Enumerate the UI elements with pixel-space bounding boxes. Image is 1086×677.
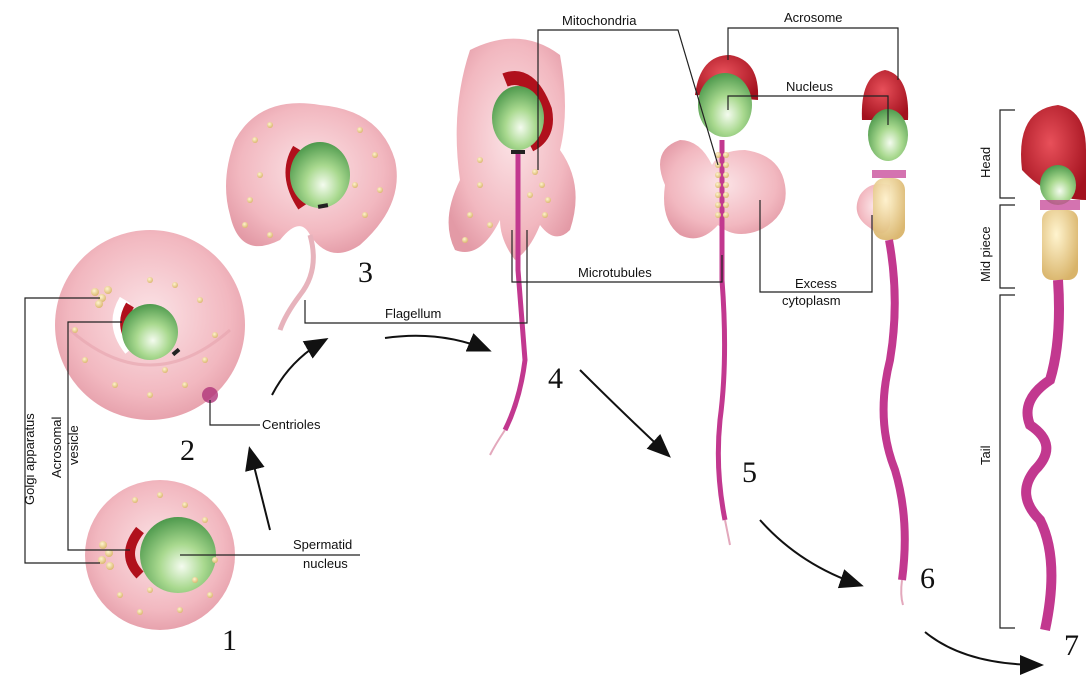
stage-number-5: 5 [742, 456, 757, 489]
stage-number-6: 6 [920, 562, 935, 595]
acrosomal-vesicle-label-2: vesicle [66, 425, 81, 465]
microtubules-label: Microtubules [578, 265, 652, 280]
stage-2-cell [55, 230, 245, 420]
centrioles-label: Centrioles [262, 417, 321, 432]
flagellum-label: Flagellum [385, 306, 441, 321]
stage-7-cell [1021, 105, 1086, 630]
tail-label: Tail [978, 445, 993, 465]
stage-number-3: 3 [358, 256, 373, 289]
excess-cytoplasm-label-2: cytoplasm [782, 293, 841, 308]
stage-number-7: 7 [1064, 629, 1079, 662]
head-label: Head [978, 147, 993, 178]
mid-piece-label: Mid piece [978, 226, 993, 282]
golgi-apparatus-label: Golgi apparatus [22, 413, 37, 505]
stage-number-1: 1 [222, 624, 237, 657]
excess-cytoplasm-label-1: Excess [795, 276, 837, 291]
spermatid-nucleus-label-1: Spermatid [293, 537, 352, 552]
stage-arrows [250, 336, 1040, 665]
mitochondria-label: Mitochondria [562, 13, 637, 28]
spermatid-nucleus-label-2: nucleus [303, 556, 348, 571]
acrosome-label: Acrosome [784, 10, 843, 25]
stage-6-cell [857, 70, 908, 605]
stage-5-cell [660, 55, 786, 545]
stage-3-cell [226, 103, 397, 330]
nucleus-label: Nucleus [786, 79, 833, 94]
stage-number-2: 2 [180, 434, 195, 467]
stage-7-brackets [1000, 110, 1015, 628]
stage-number-4: 4 [548, 362, 563, 395]
acrosomal-vesicle-label-1: Acrosomal [49, 416, 64, 478]
